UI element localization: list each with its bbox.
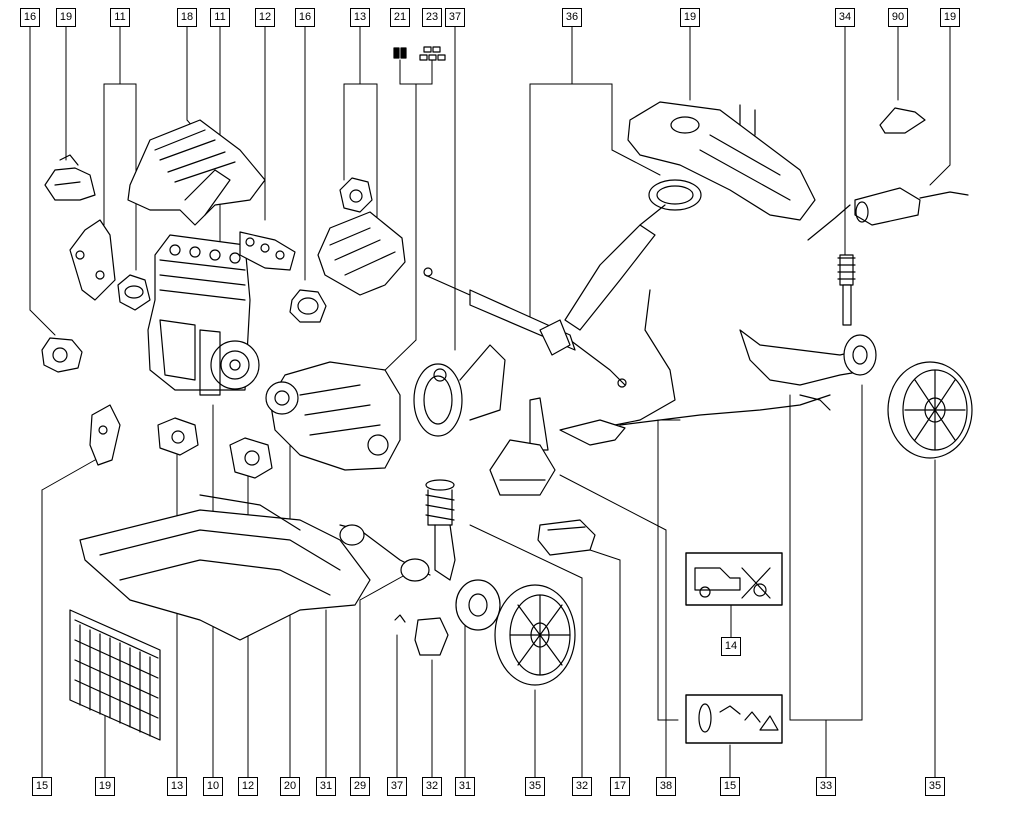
callout-bottom-32a[interactable]: 32 (422, 777, 442, 796)
callout-inset-14[interactable]: 14 (721, 637, 741, 656)
callout-bottom-32b[interactable]: 32 (572, 777, 592, 796)
starter-motor (289, 289, 327, 323)
callout-top-13[interactable]: 13 (350, 8, 370, 27)
callout-top-21[interactable]: 21 (390, 8, 410, 27)
engine-mount (44, 154, 96, 201)
callout-top-11a[interactable]: 11 (110, 8, 130, 27)
callout-bottom-15a[interactable]: 15 (32, 777, 52, 796)
callout-bottom-10[interactable]: 10 (203, 777, 223, 796)
pump-12 (229, 437, 273, 479)
callout-bottom-35a[interactable]: 35 (525, 777, 545, 796)
radiator (69, 609, 161, 741)
callout-bottom-31b[interactable]: 31 (455, 777, 475, 796)
brake-booster (413, 344, 506, 437)
callout-top-18[interactable]: 18 (177, 8, 197, 27)
callout-bottom-20[interactable]: 20 (280, 777, 300, 796)
front-subframe (79, 494, 371, 641)
callout-bottom-19[interactable]: 19 (95, 777, 115, 796)
engine-bracket (69, 219, 116, 301)
control-unit (537, 519, 596, 556)
brake-disc (455, 579, 501, 631)
handbrake-cable (559, 289, 831, 446)
callout-top-90[interactable]: 90 (888, 8, 908, 27)
rear-axle (739, 329, 877, 411)
callout-bottom-13[interactable]: 13 (167, 777, 187, 796)
callout-bottom-37[interactable]: 37 (387, 777, 407, 796)
callout-top-23[interactable]: 23 (422, 8, 442, 27)
callout-top-11b[interactable]: 11 (210, 8, 230, 27)
hub-bracket (89, 404, 121, 466)
fastener-icons (393, 46, 446, 61)
callout-top-12[interactable]: 12 (255, 8, 275, 27)
gearbox (265, 361, 401, 471)
gear-lever (489, 397, 556, 496)
callout-top-16a[interactable]: 16 (20, 8, 40, 27)
callout-bottom-15b[interactable]: 15 (720, 777, 740, 796)
leader-lines (29, 25, 951, 376)
gearbox-mount (339, 177, 373, 213)
front-strut (425, 479, 456, 581)
callout-bottom-35b[interactable]: 35 (925, 777, 945, 796)
mount-13 (157, 417, 199, 456)
engine-cover (127, 119, 266, 226)
callout-bottom-31a[interactable]: 31 (316, 777, 336, 796)
rear-wheel (887, 361, 973, 459)
callout-bottom-17[interactable]: 17 (610, 777, 630, 796)
exhaust-silencer (807, 187, 969, 241)
callout-bottom-38[interactable]: 38 (656, 777, 676, 796)
clip (879, 107, 926, 134)
brake-caliper (394, 614, 449, 656)
engine-mount-left (41, 337, 83, 373)
callout-top-34[interactable]: 34 (835, 8, 855, 27)
callout-top-16b[interactable]: 16 (295, 8, 315, 27)
callout-top-19b[interactable]: 19 (680, 8, 700, 27)
callout-top-19a[interactable]: 19 (56, 8, 76, 27)
air-filter-box (317, 211, 406, 296)
callout-bottom-33[interactable]: 33 (816, 777, 836, 796)
drive-shaft (339, 524, 431, 582)
fuel-tank (627, 101, 816, 221)
exhaust-manifold (239, 231, 296, 271)
front-wheel (494, 584, 576, 686)
callout-top-37[interactable]: 37 (445, 8, 465, 27)
rear-shock-absorber (837, 254, 856, 326)
callout-top-36[interactable]: 36 (562, 8, 582, 27)
engine-block (147, 234, 260, 396)
steering-column (564, 179, 702, 331)
callout-top-19c[interactable]: 19 (940, 8, 960, 27)
engine-mount-round (117, 274, 151, 311)
callout-bottom-12[interactable]: 12 (238, 777, 258, 796)
inset-15-frame (685, 694, 783, 744)
inset-14-frame (685, 552, 783, 606)
callout-bottom-29[interactable]: 29 (350, 777, 370, 796)
steering-rack (423, 267, 627, 388)
